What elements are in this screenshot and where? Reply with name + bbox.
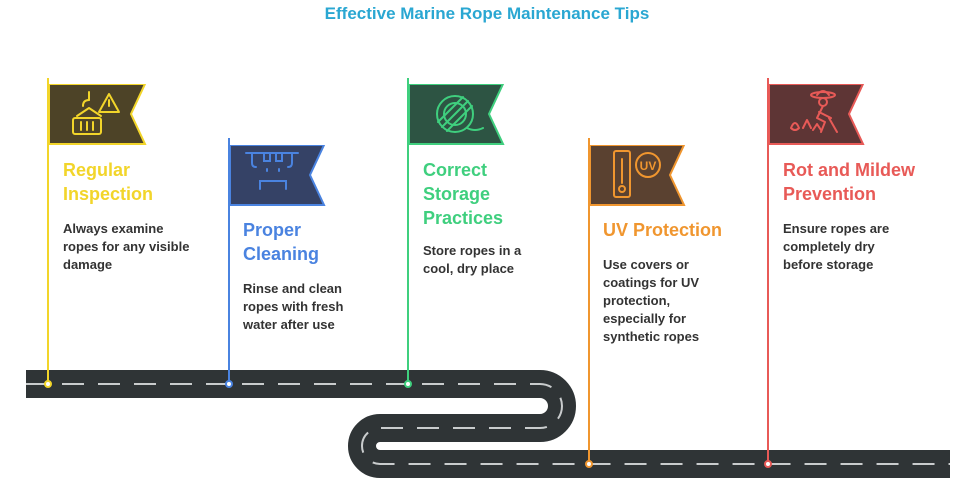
road-node-3 [404, 380, 412, 388]
flag-3 [409, 84, 505, 145]
step-1-description: Always examine ropes for any visible dam… [63, 221, 190, 272]
flag-pole-4 [588, 138, 590, 464]
crane-hook-warning-icon [72, 91, 120, 135]
road-node-4 [585, 460, 593, 468]
page-title: Effective Marine Rope Maintenance Tips [324, 4, 650, 23]
flag-pole-5 [767, 78, 769, 464]
step-5-heading: Rot and Mildew Prevention [783, 160, 915, 204]
road-node-1 [44, 380, 52, 388]
step-1-heading: Regular Inspection [63, 160, 154, 204]
step-4-heading: UV Protection [603, 220, 723, 240]
step-5-description: Ensure ropes are completely dry before s… [783, 221, 890, 272]
svg-text:UV: UV [640, 159, 657, 173]
flag-pole-1 [47, 78, 49, 384]
uv-thermometer-icon: UV [613, 150, 661, 198]
road-node-5 [764, 460, 772, 468]
farmer-drying-icon [790, 90, 838, 133]
washing-nozzles-icon [245, 152, 299, 190]
step-3-description: Store ropes in a cool, dry place [423, 243, 522, 276]
flag-pole-2 [228, 138, 230, 384]
step-3-heading: Correct Storage Practices [423, 160, 504, 228]
flag-2 [230, 145, 326, 206]
road-node-2 [225, 380, 233, 388]
flag-pole-3 [407, 78, 409, 384]
step-2-heading: Proper Cleaning [243, 220, 320, 264]
flag-1 [49, 84, 147, 145]
flag-5 [769, 84, 865, 145]
flag-4: UV [590, 145, 686, 206]
coiled-rope-icon [436, 95, 484, 133]
step-2-description: Rinse and clean ropes with fresh water a… [243, 281, 344, 332]
step-4-description: Use covers or coatings for UV protection… [603, 257, 700, 344]
